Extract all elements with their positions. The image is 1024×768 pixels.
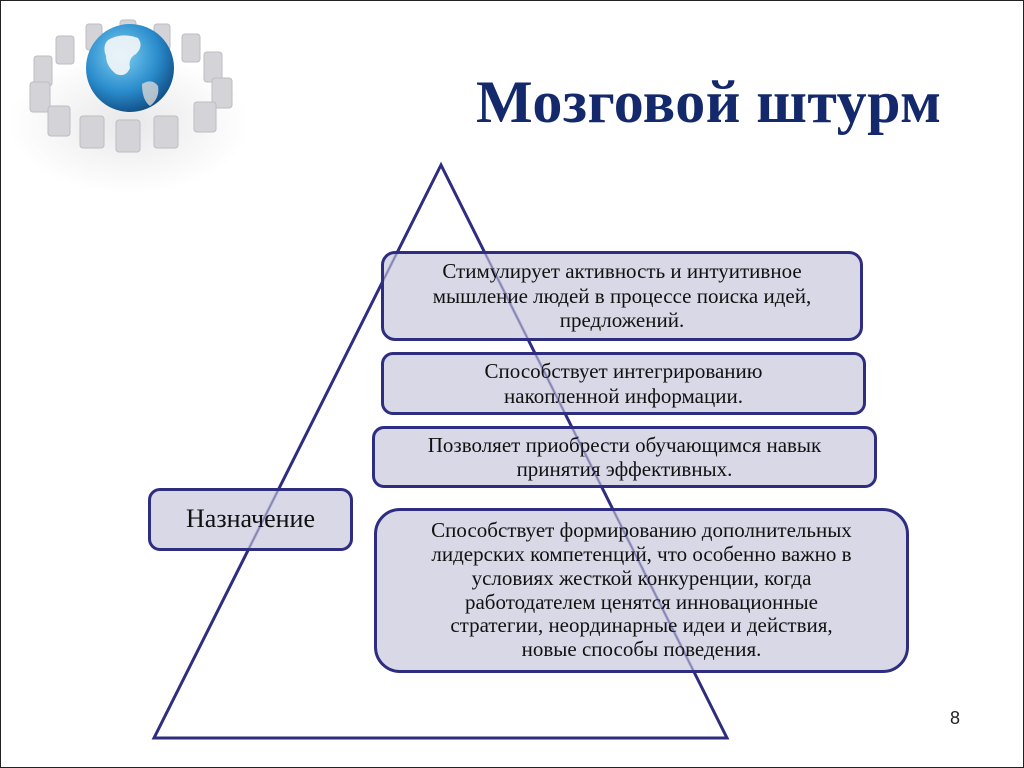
item-4-line-5: стратегии, неординарные идеи и действия, [450, 613, 833, 638]
page-number: 8 [950, 708, 961, 728]
item-2-line-2: накопленной информации. [504, 383, 743, 408]
root-label-box: Назначение [148, 488, 353, 551]
item-4-line-3: условиях жесткой конкуренции, когда [471, 565, 812, 590]
globe-with-chairs-icon [9, 19, 249, 194]
pyramid-item-2: Способствует интегрированию накопленной … [381, 352, 866, 415]
item-3-line-1: Позволяет приобрести обучающимся навык [427, 432, 822, 457]
item-1-line-1: Стимулирует активность и интуитивное [442, 259, 802, 284]
pyramid-item-3: Позволяет приобрести обучающимся навык п… [372, 426, 877, 488]
item-4-line-6: новые способы поведения. [521, 636, 762, 661]
pyramid-item-1: Стимулирует активность и интуитивное мыш… [381, 251, 863, 341]
item-4-line-1: Способствует формированию дополнительных [431, 518, 852, 543]
slide-title: Мозговой штурм [476, 69, 942, 135]
item-1-line-2: мышление людей в процессе поиска идей, [432, 283, 812, 308]
item-4-line-4: работодателем ценятся инновационные [464, 589, 818, 614]
item-2-line-1: Способствует интегрированию [484, 359, 763, 384]
item-3-line-2: принятия эффективных. [516, 457, 733, 481]
pyramid-item-4: Способствует формированию дополнительных… [374, 508, 909, 673]
item-1-line-3: предложений. [559, 308, 685, 333]
root-label: Назначение [186, 504, 315, 534]
item-4-line-2: лидерских компетенций, что особенно важн… [431, 542, 852, 567]
